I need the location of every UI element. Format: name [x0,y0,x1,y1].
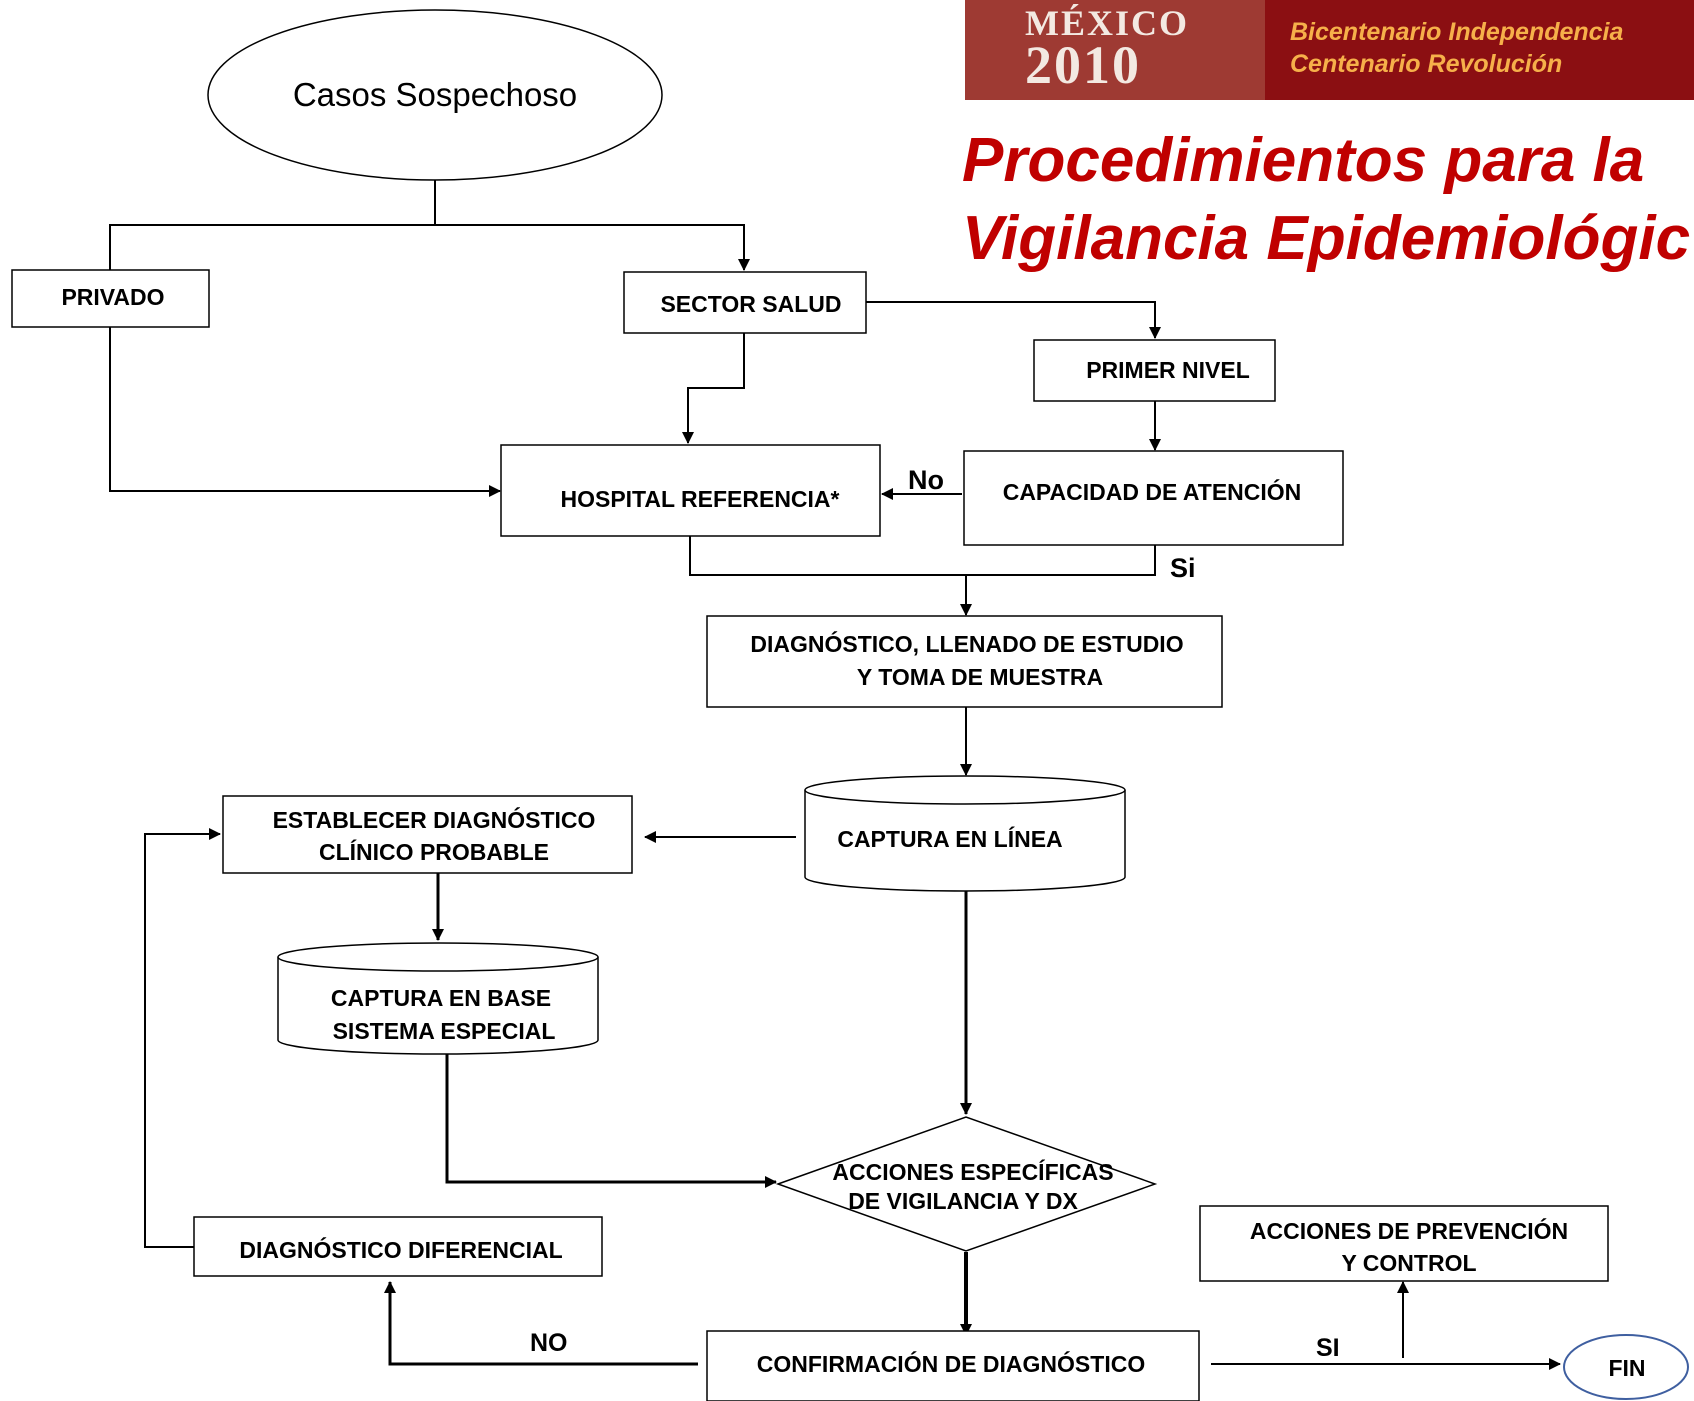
diferencial-label: DIAGNÓSTICO DIFERENCIAL [239,1236,562,1263]
primer-nivel-label: PRIMER NIVEL [1086,357,1250,383]
connectors [104,180,1561,1370]
edge-label-no-confirmacion: NO [530,1329,568,1357]
edge-to-sector-salud [435,224,750,271]
establecer-line-1: ESTABLECER DIAGNÓSTICO [273,806,596,833]
logo-bottom-text: 2010 [1025,35,1141,95]
node-captura-en-linea: CAPTURA EN LÍNEA [804,775,1126,892]
node-capacidad: CAPACIDAD DE ATENCIÓN [963,450,1344,546]
prevencion-line-2: Y CONTROL [1341,1250,1476,1276]
edge-diferencial-to-establecer [144,828,221,1248]
node-privado: PRIVADO [11,269,210,328]
privado-label: PRIVADO [61,284,164,310]
fin-label: FIN [1608,1355,1645,1381]
edge-privado-to-hospital [109,327,501,497]
start-node: Casos Sospechoso [207,9,663,181]
hospital-label: HOSPITAL REFERENCIA* [560,486,839,512]
mexico-2010-logo: MÉXICO 2010 [965,0,1265,100]
edge-label-si: Si [1170,553,1196,583]
banner-line-1: Bicentenario Independencia [1290,18,1624,46]
logo-top-text: MÉXICO [1025,3,1189,43]
captura-base-line-1: CAPTURA EN BASE [331,985,551,1011]
confirmacion-label: CONFIRMACIÓN DE DIAGNÓSTICO [757,1350,1145,1377]
prevencion-line-1: ACCIONES DE PREVENCIÓN [1250,1217,1568,1244]
node-captura-base: CAPTURA EN BASE SISTEMA ESPECIAL [277,942,599,1055]
acciones-line-1: ACCIONES ESPECÍFICAS [832,1158,1113,1185]
node-establecer-diagnostico: ESTABLECER DIAGNÓSTICO CLÍNICO PROBABLE [222,795,633,874]
title-line-1: Procedimientos para la [962,126,1645,195]
title-line-2: Vigilancia Epidemiológic [962,204,1691,273]
node-fin: FIN [1563,1334,1689,1400]
establecer-line-2: CLÍNICO PROBABLE [319,838,549,865]
edge-confirmacion-no [384,1281,698,1366]
banner-caption: Bicentenario Independencia Centenario Re… [1290,16,1623,80]
node-acciones-especificas: ACCIONES ESPECÍFICAS DE VIGILANCIA Y DX [775,1116,1158,1252]
edge-sector-to-hospital [682,333,745,444]
diagnostico-line-2: Y TOMA DE MUESTRA [857,664,1103,690]
node-confirmacion: CONFIRMACIÓN DE DIAGNÓSTICO [706,1330,1200,1401]
banner-line-2: Centenario Revolución [1290,50,1563,78]
node-diagnostico-diferencial: DIAGNÓSTICO DIFERENCIAL [193,1216,603,1277]
node-prevencion: ACCIONES DE PREVENCIÓN Y CONTROL [1199,1205,1609,1282]
sector-salud-label: SECTOR SALUD [660,291,841,317]
edge-label-si-confirmacion: SI [1316,1334,1340,1362]
capacidad-label: CAPACIDAD DE ATENCIÓN [1003,478,1302,505]
edge-captura-base-to-acciones [445,1052,777,1188]
captura-base-line-2: SISTEMA ESPECIAL [333,1018,556,1044]
header-banner: MÉXICO 2010 Bicentenario Independencia C… [965,0,1694,100]
page-title: Procedimientos para la Vigilancia Epidem… [962,122,1690,278]
acciones-line-2: DE VIGILANCIA Y DX [848,1188,1078,1214]
node-primer-nivel: PRIMER NIVEL [1033,339,1276,402]
edge-sector-to-primer-nivel [866,301,1161,339]
node-diagnostico-estudio: DIAGNÓSTICO, LLENADO DE ESTUDIO Y TOMA D… [706,615,1223,708]
node-hospital-referencia: HOSPITAL REFERENCIA* [500,444,881,537]
start-label: Casos Sospechoso [293,76,577,113]
edge-hospital-merge [689,536,1156,576]
diagnostico-line-1: DIAGNÓSTICO, LLENADO DE ESTUDIO [750,630,1183,657]
captura-linea-label: CAPTURA EN LÍNEA [837,825,1062,852]
edge-label-no: No [908,465,944,495]
node-sector-salud: SECTOR SALUD [623,271,867,334]
